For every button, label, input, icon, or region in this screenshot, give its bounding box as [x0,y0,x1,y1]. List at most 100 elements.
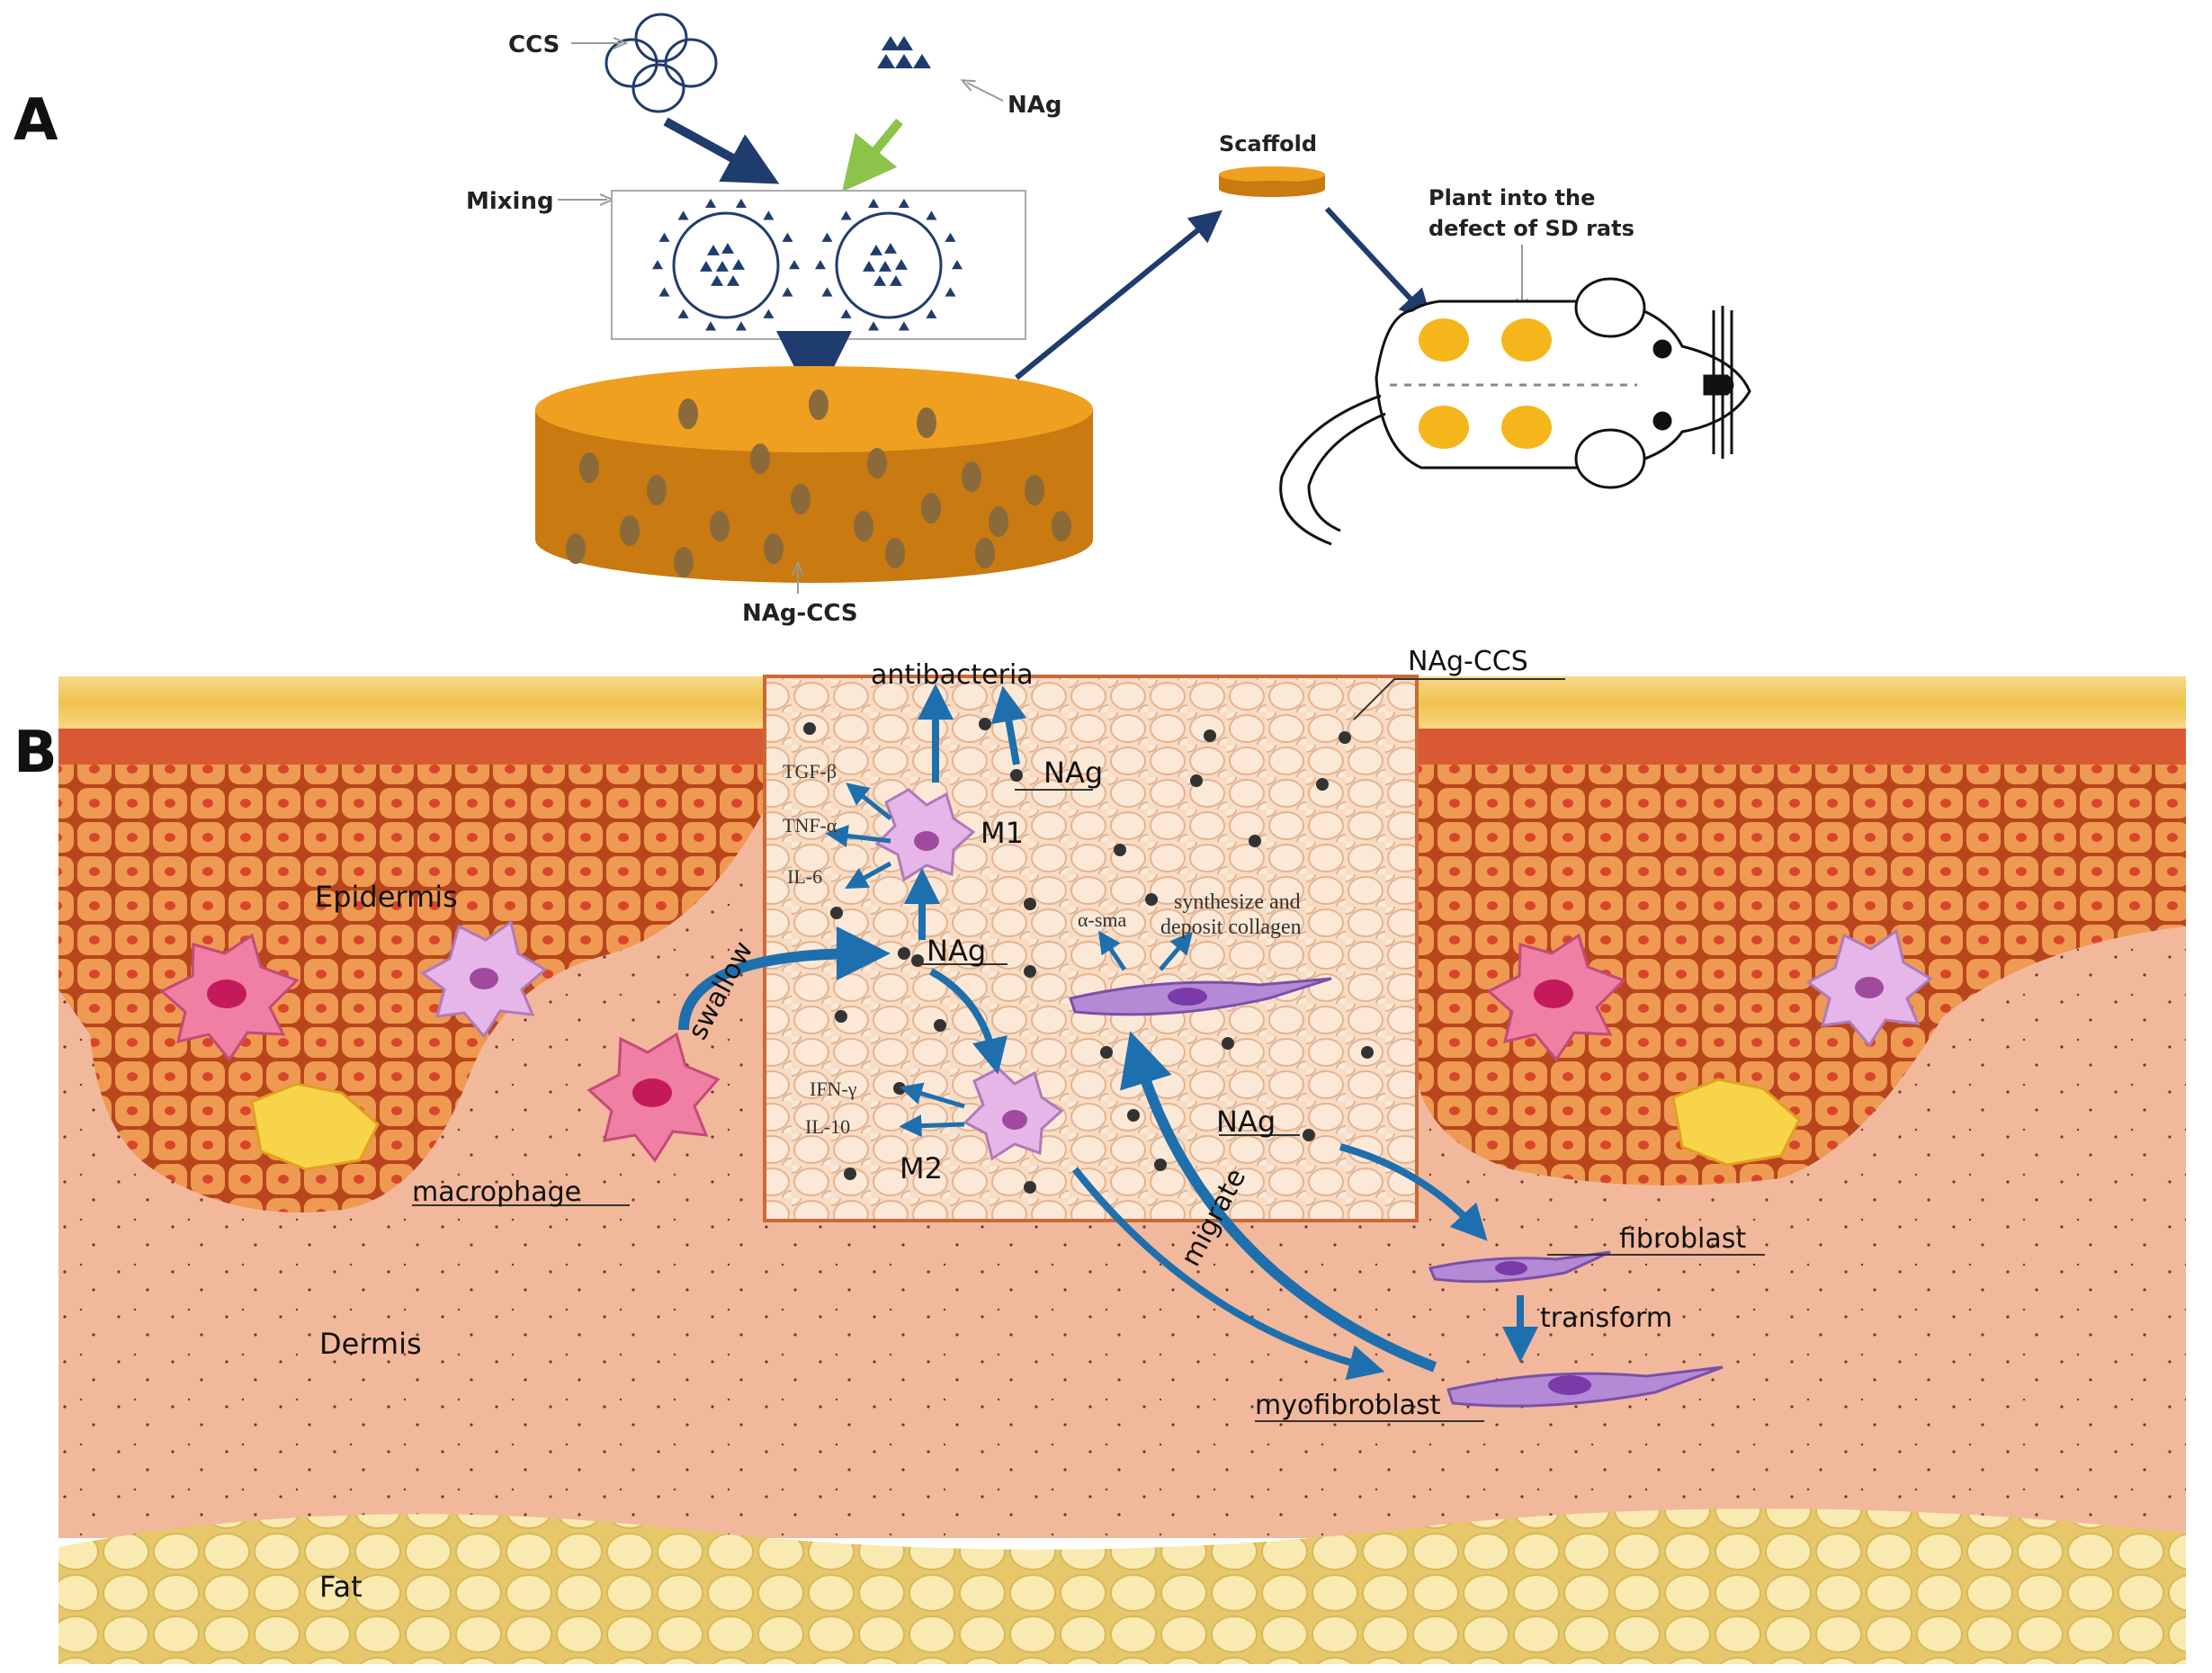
scaffold-pore [854,511,873,541]
swallow-arrow [678,926,891,1031]
m1-il6-arrow [845,861,892,890]
nag-triangle [782,287,793,297]
nag-dot [1303,1129,1315,1141]
m1-antibacteria-arrow-2 [990,685,1027,765]
nag-pointer [967,83,1004,102]
nag-triangle [716,261,729,272]
nag-dot [979,718,991,730]
macrophage-cell [587,1032,721,1163]
nag-dot [898,947,910,960]
scaffold-pore [917,407,936,438]
nag-triangle [707,245,720,255]
m2-il10-arrow [899,1114,965,1138]
nag-triangle [821,232,833,242]
nag-triangle [890,275,902,286]
mixing-label: Mixing [466,188,554,215]
epidermis-right [1417,765,2186,1185]
nag-dot [1361,1046,1374,1059]
scaffold-to-rat-arrow [1324,206,1433,323]
scaffold-pore [764,533,784,564]
scaffold-pore [647,475,667,505]
nag-triangle [898,321,909,331]
myofibroblast-cell [1446,1365,1724,1408]
panel-b: B [13,646,2186,1664]
nag-particle-dots [803,718,1374,1194]
plant-label-line2: defect of SD rats [1428,216,1634,241]
nag-dot [1316,778,1329,791]
myofibroblast-label: myofibroblast [1255,1390,1441,1421]
synthesize-label-line1: synthesize and [1174,890,1301,914]
nag-dot [1024,898,1036,910]
nag-triangle [763,309,775,318]
nag-triangle [735,321,747,331]
scaffold-pore [674,547,694,577]
m1-tnf-arrow [825,825,891,847]
m1-label: M1 [981,816,1024,850]
nag-dot [803,722,816,735]
nag-triangle [732,259,745,270]
nag-label-a: NAg [1007,92,1062,119]
nag-ccs-label-b: NAg-CCS [1408,646,1528,677]
nag-triangle [815,260,826,270]
ccs-label: CCS [508,31,560,58]
scaffold-pore [809,389,828,420]
nag-dot [1339,731,1351,744]
nag-triangle [782,232,793,242]
nag-dot [1024,965,1036,978]
fibroblast-cell [1428,1250,1611,1284]
scaffold-pore [1025,475,1044,505]
nag-triangle [763,210,775,220]
m2-ifn-arrow [900,1082,965,1109]
nag-dot [1114,844,1126,856]
mixing-spheres [652,198,963,331]
nag-triangle [789,260,800,270]
epidermis-cell-pink-right [1486,933,1626,1062]
nag-triangle [870,245,882,255]
nag-triangle [711,275,723,286]
tnf-alpha-label: TNF-α [783,814,837,836]
alpha-sma-label: α-sma [1078,908,1127,931]
stratum-corneum-right [1417,676,2186,730]
nag-triangle [840,210,852,220]
stratum-red-right [1417,729,2186,765]
nag-dot [1222,1037,1234,1050]
antibacteria-label: antibacteria [871,659,1034,691]
synthesize-label-line2: deposit collagen [1160,916,1302,939]
fat-layer [58,1508,2186,1664]
il6-label: IL-6 [787,865,822,888]
scaffold-pore [678,398,698,429]
nag-triangle [658,287,670,297]
panel-a-label: A [13,87,58,154]
panel-b-label: B [13,720,58,786]
nag-triangle [873,275,886,286]
nag-label-top: NAg [1043,756,1103,790]
nag-triangle [735,198,747,208]
m1-macrophage [874,788,976,882]
epidermis-cell-purple-right [1805,928,1933,1048]
epidermis-cell-yellow-right [1671,1078,1801,1167]
nag-triangle [868,321,880,331]
scaffold-pore [579,452,599,483]
scaffold-pore [1052,511,1071,541]
scaffold-pore [989,506,1008,537]
scaffold-pore [710,511,730,541]
nag-triangle [821,287,833,297]
scaffold-pore [566,533,586,564]
panel-a: A CCS NAg Mixing [13,13,1751,627]
scaffold-label: Scaffold [1219,131,1317,157]
epidermis-cell-yellow-left [250,1082,380,1171]
nag-triangle [945,287,956,297]
epidermis-label: Epidermis [315,880,458,914]
nag-triangle [879,261,891,272]
nag-triangle [926,309,937,318]
macrophage-label: macrophage [412,1176,581,1208]
sd-rat [1279,277,1751,546]
nag-triangle [700,261,712,272]
stratum-corneum-left [58,676,765,730]
scaffold-pore [867,448,887,479]
migrate-arrow [1120,1031,1437,1373]
nag-triangle [727,275,739,286]
signal-arrows [678,684,1538,1381]
scaffold-pore [750,443,770,474]
